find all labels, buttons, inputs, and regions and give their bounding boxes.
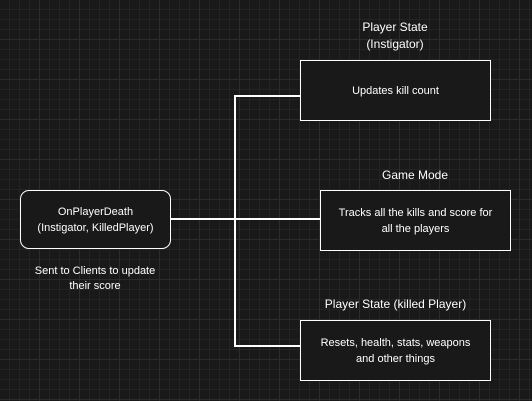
connector-to-player-state-instigator [234, 95, 300, 219]
player-state-instigator-title-line-2: (Instigator) [366, 37, 424, 51]
game-mode-body-line-1: Tracks all the kills and score for [338, 206, 493, 219]
source-note: Sent to Clients to update their score [25, 264, 165, 294]
on-player-death-params: (Instigator, KilledPlayer) [37, 221, 154, 234]
player-state-killed-body-line-2: and other things [356, 352, 435, 365]
connector-to-player-state-killed [234, 219, 300, 347]
player-state-killed-title: Player State (killed Player) [300, 296, 491, 313]
player-state-killed-body-line-1: Resets, health, stats, weapons [320, 336, 471, 349]
game-mode-title: Game Mode [340, 167, 490, 184]
player-state-instigator-node[interactable]: Updates kill count [300, 60, 491, 121]
player-state-instigator-body: Updates kill count [352, 84, 439, 97]
game-mode-body-line-2: all the players [381, 222, 450, 235]
on-player-death-title: OnPlayerDeath [57, 205, 134, 218]
source-note-line-1: Sent to Clients to update [34, 265, 156, 277]
on-player-death-node[interactable]: OnPlayerDeath (Instigator, KilledPlayer) [20, 190, 171, 249]
player-state-instigator-title-line-1: Player State [362, 20, 428, 34]
game-mode-title-line-1: Game Mode [381, 168, 449, 182]
source-note-line-2: their score [69, 280, 121, 292]
player-state-killed-node[interactable]: Resets, health, stats, weapons and other… [300, 320, 491, 381]
game-mode-node[interactable]: Tracks all the kills and score for all t… [320, 190, 511, 251]
player-state-instigator-title: Player State (Instigator) [325, 19, 465, 53]
player-state-killed-title-line-1: Player State (killed Player) [324, 297, 467, 311]
